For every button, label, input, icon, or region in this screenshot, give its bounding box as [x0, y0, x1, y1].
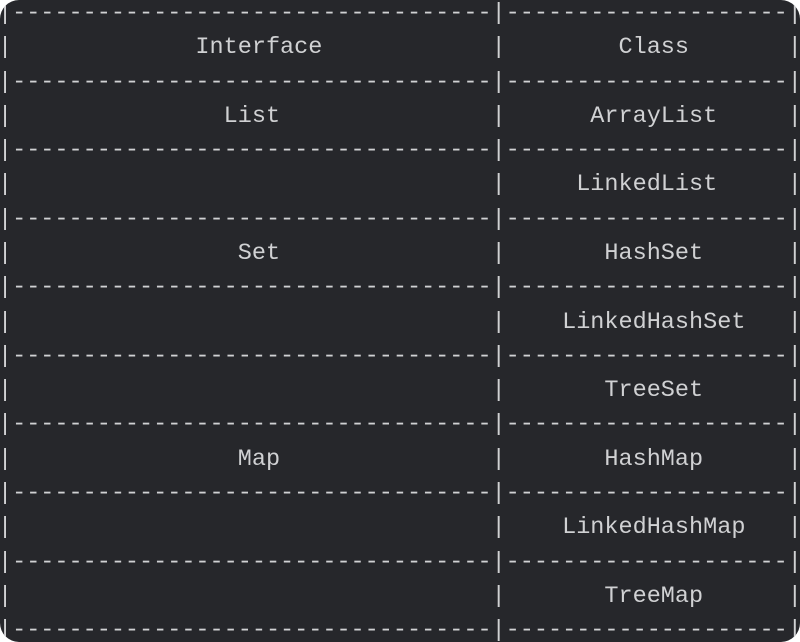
- collections-ascii-table: |----------------------------------|----…: [0, 0, 800, 642]
- code-snippet-card: |----------------------------------|----…: [0, 0, 800, 642]
- page-background: |----------------------------------|----…: [0, 0, 800, 642]
